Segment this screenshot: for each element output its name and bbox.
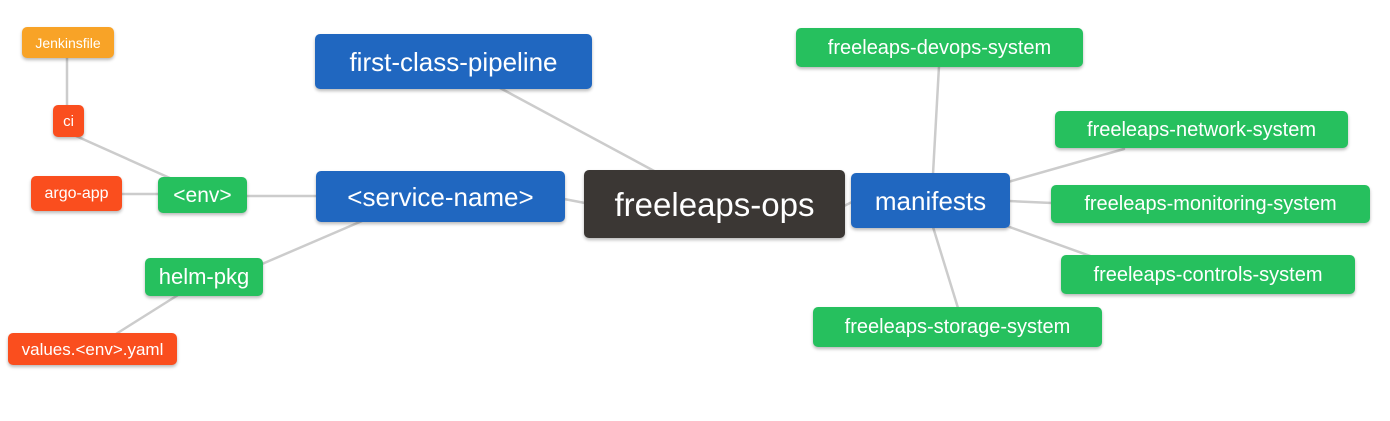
edge-manifests-to-freeleaps-monitoring-system [1007, 199, 1054, 205]
mindmap-node-jenkinsfile[interactable]: Jenkinsfile [22, 27, 114, 58]
mindmap-node-service-name[interactable]: <service-name> [316, 171, 565, 222]
mindmap-node-first-class-pipeline[interactable]: first-class-pipeline [315, 34, 592, 89]
mindmap-node-env[interactable]: <env> [158, 177, 247, 213]
mindmap-node-values-env-yaml[interactable]: values.<env>.yaml [8, 333, 177, 365]
mindmap-node-manifests[interactable]: manifests [851, 173, 1010, 228]
edge-values-env-yaml-to-helm-pkg [114, 293, 180, 336]
mindmap-node-freeleaps-ops[interactable]: freeleaps-ops [584, 170, 845, 238]
edge-ci-to-env [74, 134, 174, 181]
mindmap-node-freeleaps-network-system[interactable]: freeleaps-network-system [1055, 111, 1348, 148]
mindmap-node-freeleaps-storage-system[interactable]: freeleaps-storage-system [813, 307, 1102, 347]
mindmap-node-helm-pkg[interactable]: helm-pkg [145, 258, 263, 296]
mindmap-node-freeleaps-controls-system[interactable]: freeleaps-controls-system [1061, 255, 1355, 294]
edge-manifests-to-freeleaps-storage-system [931, 225, 960, 310]
edge-manifests-to-freeleaps-controls-system [1002, 223, 1095, 259]
edge-manifests-to-freeleaps-devops-system [931, 64, 941, 176]
edge-manifests-to-freeleaps-network-system [1006, 147, 1126, 184]
mindmap-node-freeleaps-monitoring-system[interactable]: freeleaps-monitoring-system [1051, 185, 1370, 223]
mindmap-node-freeleaps-devops-system[interactable]: freeleaps-devops-system [796, 28, 1083, 67]
mindmap-node-argo-app[interactable]: argo-app [31, 176, 122, 211]
mindmap-node-ci[interactable]: ci [53, 105, 84, 137]
edge-helm-pkg-to-service-name [260, 219, 364, 266]
edge-first-class-pipeline-to-freeleaps-ops [498, 86, 658, 174]
edge-service-name-to-freeleaps-ops [562, 197, 587, 205]
